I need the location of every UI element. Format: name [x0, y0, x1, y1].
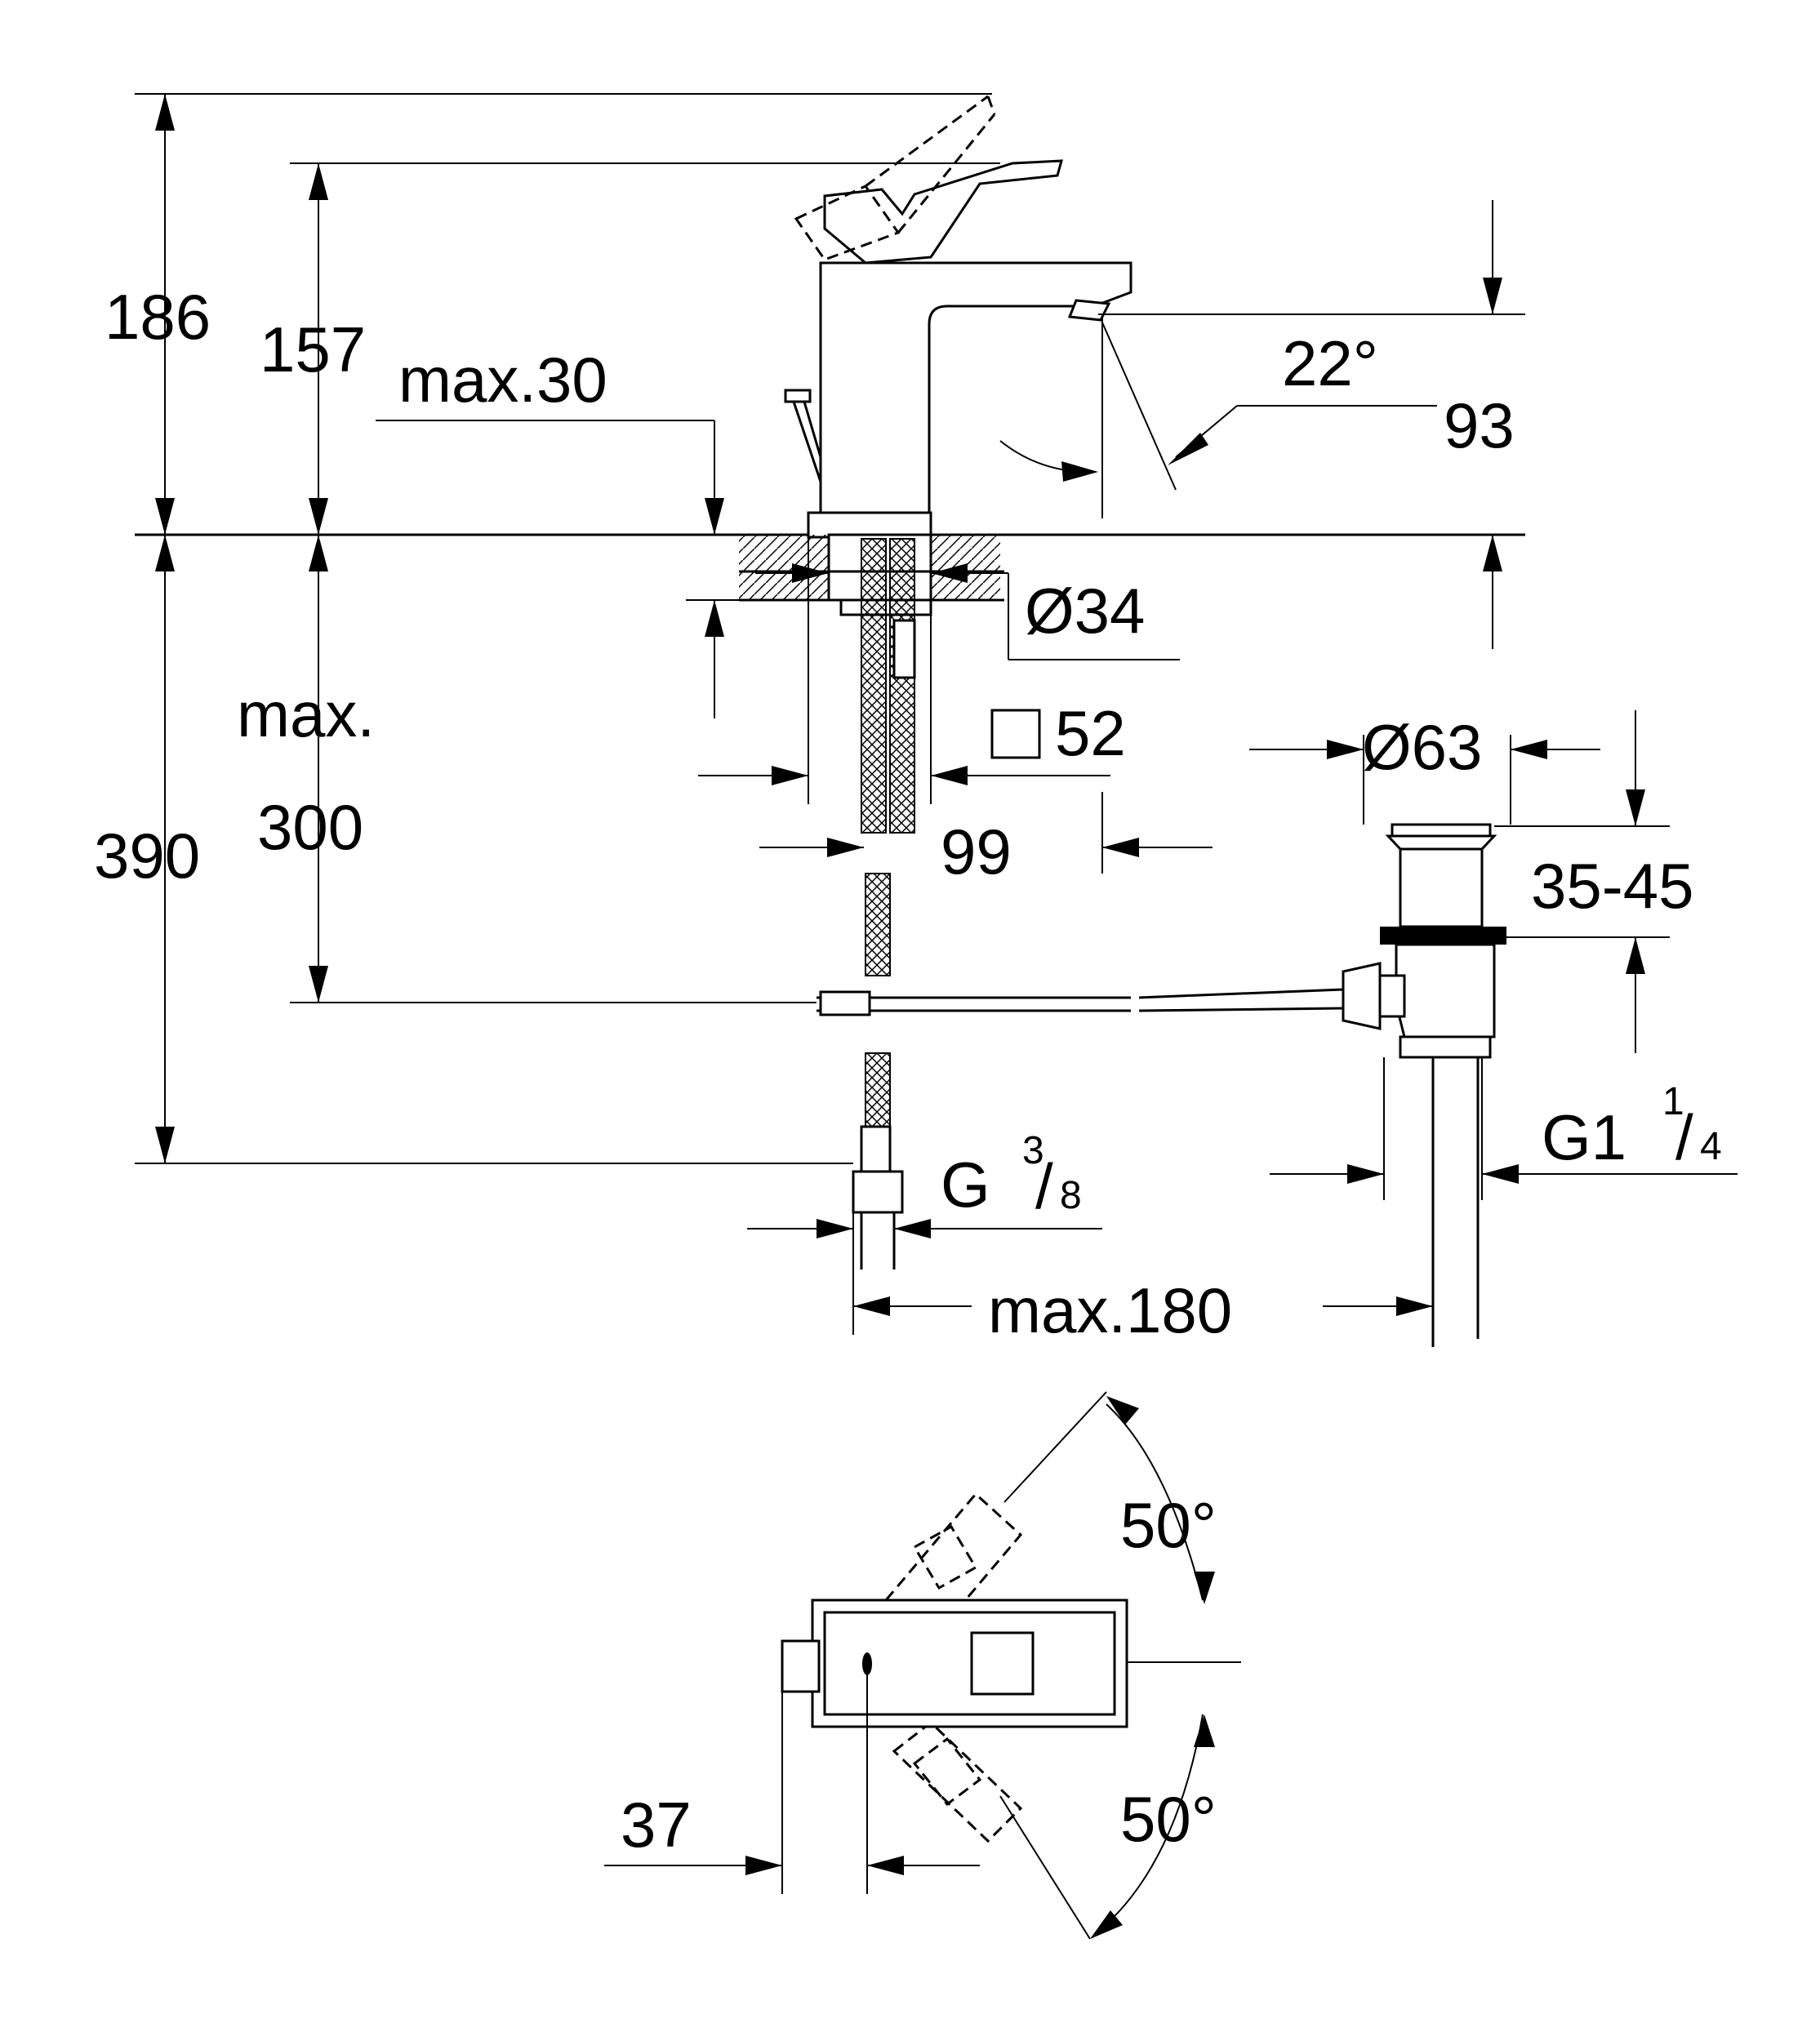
- dim-g1: G1: [1542, 1101, 1626, 1173]
- square-symbol: [990, 709, 1041, 759]
- faucet-base: [807, 511, 932, 539]
- dim-52: 52: [1055, 697, 1126, 769]
- supply-dimensions: [747, 1212, 1434, 1335]
- popup-rod: [792, 401, 822, 482]
- dim-99: 99: [941, 816, 1012, 887]
- dim-g38: G: [941, 1149, 990, 1221]
- faucet-body: [819, 261, 1132, 516]
- dim-157: 157: [260, 313, 366, 385]
- dim-186: 186: [105, 281, 211, 353]
- dim-g38-slash: /: [1035, 1150, 1053, 1222]
- dim-50-top: 50°: [1120, 1489, 1217, 1561]
- dim-22-degrees: 22°: [1282, 327, 1378, 399]
- supply-hose-2: [889, 538, 915, 834]
- dim-300: 300: [257, 791, 363, 863]
- lever-square-top: [970, 1631, 1035, 1696]
- dim-93: 93: [1444, 389, 1515, 461]
- popup-rod-knob: [784, 389, 812, 403]
- waste-outlet: [1399, 1035, 1492, 1059]
- faucet-side-view: [135, 95, 1525, 1270]
- dim-g1-den: 4: [1700, 1125, 1722, 1168]
- pivot-knob: [1342, 962, 1382, 1030]
- hose-nut: [852, 1170, 904, 1214]
- supply-hose-bottom: [865, 1052, 891, 1127]
- waste-body-lower: [1395, 943, 1496, 1038]
- dim-g1-slash: /: [1675, 1101, 1693, 1173]
- dim-35-45: 35-45: [1531, 850, 1694, 922]
- dim-g1-num: 1: [1662, 1080, 1684, 1123]
- supply-hose-lower: [865, 873, 891, 976]
- waste-plug: [1391, 823, 1492, 838]
- dim-50-bottom: 50°: [1120, 1783, 1217, 1855]
- hole-dimension: [755, 563, 1180, 660]
- lever-alt-top: [883, 1492, 1023, 1643]
- rod-clamp: [819, 990, 871, 1016]
- spout-dimensions: [999, 200, 1525, 649]
- supply-hose-1: [861, 538, 887, 834]
- dim-37: 37: [621, 1789, 692, 1861]
- body-top: [811, 1599, 1128, 1728]
- dim-390: 390: [94, 820, 200, 892]
- base-dimensions: [698, 535, 1213, 874]
- dim-d34: Ø34: [1025, 575, 1145, 647]
- dim-max30: max.30: [398, 344, 607, 416]
- left-dimensions: [135, 93, 1000, 1164]
- waste-assembly: [817, 823, 1506, 1347]
- popup-knob-top: [781, 1639, 821, 1693]
- lever-alt-bottom: [892, 1721, 1023, 1843]
- waste-body-upper: [1399, 847, 1484, 928]
- lever-alt-position: [794, 95, 996, 261]
- waste-flange: [1380, 927, 1506, 945]
- dim-g38-den: 8: [1060, 1174, 1082, 1217]
- hose-connector: [860, 1125, 892, 1173]
- faucet-top-view: [604, 1391, 1241, 1940]
- dim-g38-num: 3: [1022, 1129, 1044, 1172]
- waste-dimensions: [1249, 710, 1738, 1200]
- dim-max180: max.180: [988, 1274, 1232, 1346]
- spout-aerator: [1067, 299, 1111, 322]
- dim-d63: Ø63: [1362, 711, 1482, 783]
- hose-fitting: [892, 619, 916, 679]
- dim-max: max.: [237, 678, 375, 750]
